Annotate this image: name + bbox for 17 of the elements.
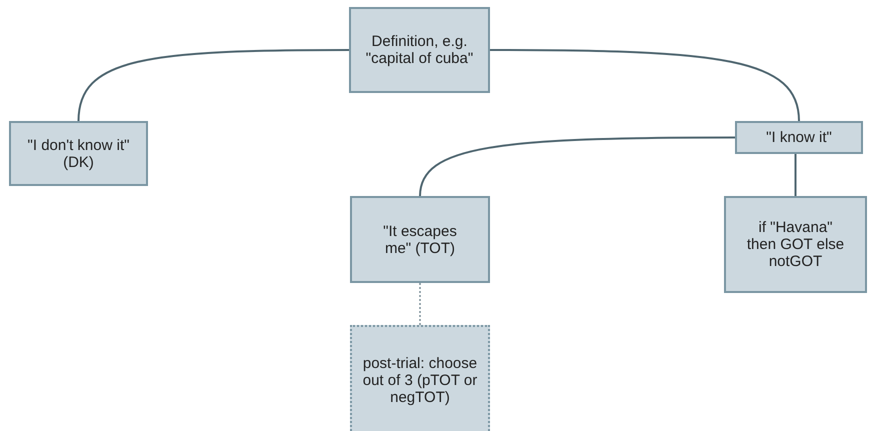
box-text: Definition, e.g. "capital of cuba" <box>364 33 474 67</box>
connector-line <box>490 49 800 122</box>
box-text: "I know it" <box>766 129 832 146</box>
box-text: if "Havana" then GOT else notGOT <box>746 219 846 270</box>
process-box <box>350 325 490 431</box>
box-text: "I don't know it" (DK) <box>26 136 130 170</box>
connector-line <box>419 283 421 325</box>
process-box <box>9 121 148 186</box>
box-text: post-trial: choose out of 3 (pTOT or negTOT) <box>362 354 478 406</box>
process-box <box>724 196 867 293</box>
connector-line <box>419 136 735 196</box>
process-box <box>735 121 863 154</box>
box-text: "It escapes me" (TOT) <box>382 222 458 256</box>
process-box <box>349 7 490 93</box>
connector-line <box>78 49 349 122</box>
process-box <box>350 196 490 283</box>
connector-line <box>794 154 796 196</box>
